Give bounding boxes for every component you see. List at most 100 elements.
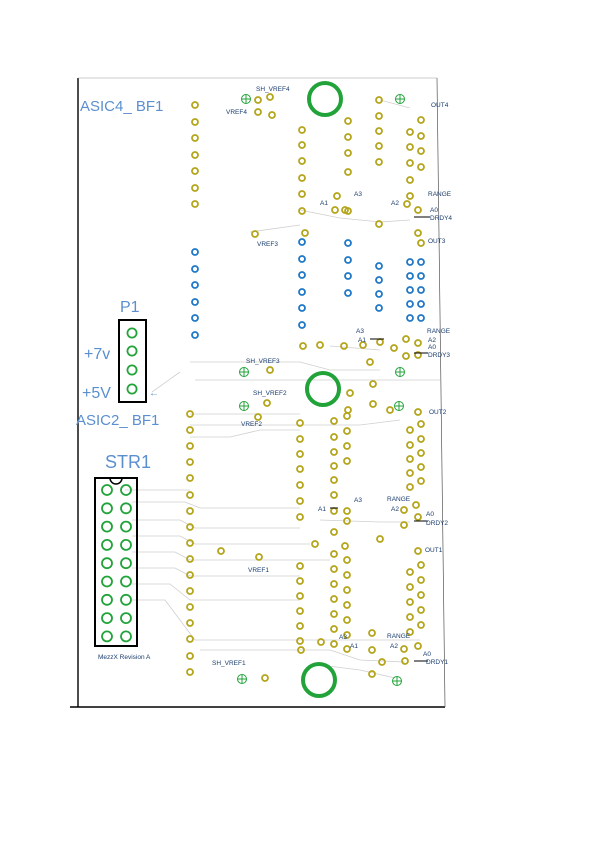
pad [344, 239, 352, 247]
pad [346, 389, 354, 397]
pad [402, 352, 410, 360]
pad [406, 469, 414, 477]
pad [375, 262, 383, 270]
label-out2: OUT2 [429, 409, 447, 416]
pad [414, 547, 422, 555]
label-out1: OUT1 [425, 547, 443, 554]
label-a1-3: A1 [358, 337, 366, 344]
pad [403, 200, 411, 208]
pad [344, 117, 352, 125]
pad [417, 435, 425, 443]
pad [343, 645, 351, 653]
pad [266, 93, 274, 101]
pad [406, 455, 414, 463]
pad [296, 637, 304, 645]
label-sh-vref3: SH_VREF3 [246, 358, 280, 365]
pad [406, 300, 414, 308]
pad [261, 674, 269, 682]
test-point [241, 94, 251, 104]
pad [406, 128, 414, 136]
pad [343, 517, 351, 525]
label-a0-3: A0 [428, 344, 436, 351]
pad [254, 413, 262, 421]
pad [298, 174, 306, 182]
pad [368, 670, 376, 678]
pad [191, 248, 199, 256]
pad [417, 606, 425, 614]
label-a1-2: A1 [318, 506, 326, 513]
label-drdy1: DRDY1 [426, 659, 448, 666]
pad [186, 571, 194, 579]
label-sh-vref1: SH_VREF1 [212, 660, 246, 667]
pad [376, 338, 384, 346]
pad [330, 640, 338, 648]
pad [417, 272, 425, 280]
arrow-mark: ← [149, 388, 159, 399]
pad [298, 190, 306, 198]
label-drdy4: DRDY4 [430, 215, 452, 222]
pad [298, 141, 306, 149]
pad [366, 358, 374, 366]
pad [186, 523, 194, 531]
pad [414, 351, 422, 359]
str1-pin-16 [120, 612, 132, 624]
pad [417, 239, 425, 247]
pad [344, 272, 352, 280]
pad [417, 463, 425, 471]
test-point [239, 367, 249, 377]
pad [343, 412, 351, 420]
pad [417, 116, 425, 124]
pad [330, 507, 338, 515]
pad [330, 433, 338, 441]
pad [266, 366, 274, 374]
label-a0-1: A0 [423, 651, 431, 658]
label-range3: RANGE [427, 328, 451, 335]
pad [406, 628, 414, 636]
pad [330, 462, 338, 470]
str1-pin-4 [120, 502, 132, 515]
pad [191, 184, 199, 192]
pad [186, 458, 194, 466]
test-point [237, 674, 247, 684]
pad [417, 561, 425, 569]
pad [191, 331, 199, 339]
pad [344, 256, 352, 264]
pad [375, 276, 383, 284]
pad [417, 449, 425, 457]
pad [186, 587, 194, 595]
pad [414, 408, 422, 416]
str1-pin-18 [120, 630, 132, 643]
str1-pin-12 [120, 575, 132, 588]
pad [406, 441, 414, 449]
pad [417, 621, 425, 629]
pad [191, 265, 199, 273]
pad [330, 448, 338, 456]
pad [414, 513, 422, 521]
str1-pin-10 [120, 557, 132, 570]
pad [330, 580, 338, 588]
str1-header: STR1 [105, 452, 151, 472]
pad [296, 592, 304, 600]
pad [406, 583, 414, 591]
str1-pin-11 [101, 575, 113, 588]
pad [343, 442, 351, 450]
test-point [395, 94, 405, 104]
plus7v-label: +7v [84, 346, 110, 363]
pad [402, 335, 410, 343]
pad [406, 258, 414, 266]
pad [343, 616, 351, 624]
pad [406, 286, 414, 294]
pad [343, 507, 351, 515]
pad [375, 304, 383, 312]
pad [375, 96, 383, 104]
pad [406, 192, 414, 200]
pad [254, 96, 262, 104]
label-range1: RANGE [387, 633, 411, 640]
pad [255, 553, 263, 561]
pad [369, 400, 377, 408]
pad [414, 339, 422, 347]
pad [343, 427, 351, 435]
pad [376, 535, 384, 543]
label-a3-1: A3 [339, 634, 347, 641]
pad [375, 220, 383, 228]
